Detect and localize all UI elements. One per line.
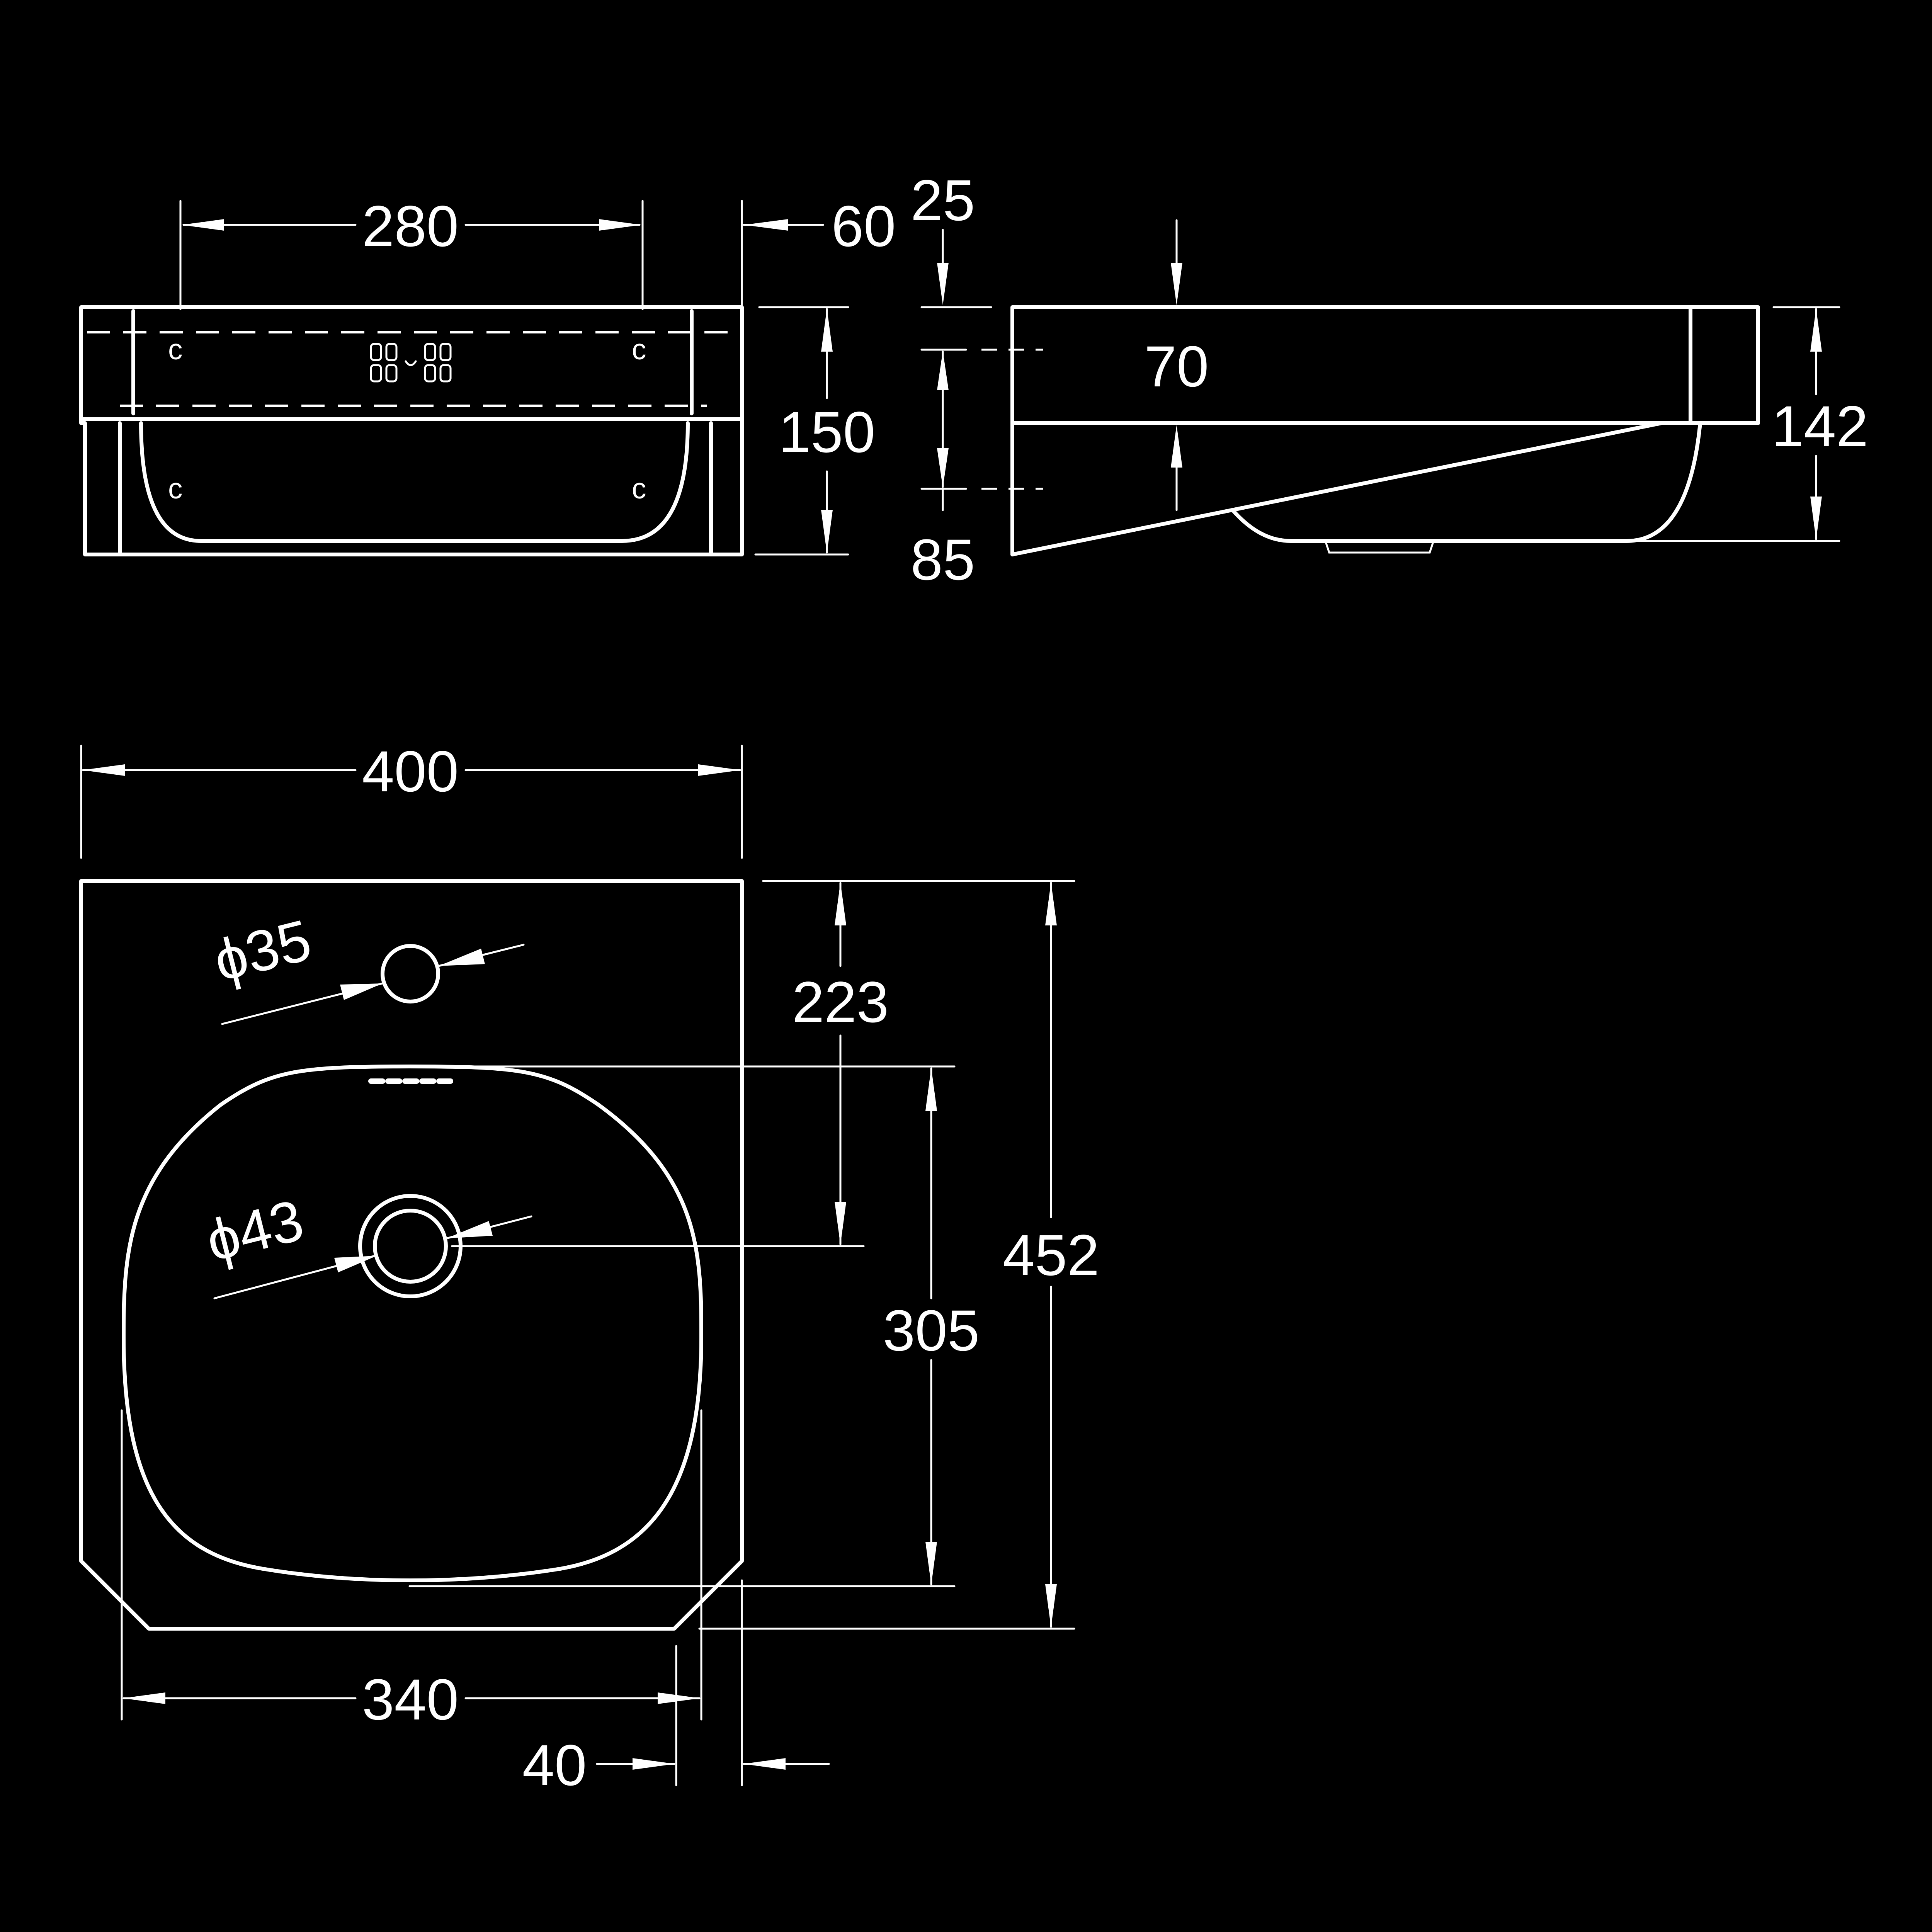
front-clip-mark: c — [632, 472, 646, 505]
dim-280: 280 — [179, 194, 644, 310]
side-view: 25 70 85 142 — [911, 168, 1869, 592]
dim-85-label: 85 — [911, 527, 975, 592]
dim-70: 70 — [1145, 219, 1209, 511]
tap-hole — [381, 944, 440, 1003]
dim-142-label: 142 — [1772, 394, 1868, 459]
leader-drain: ϕ43 — [200, 1187, 532, 1299]
side-basin-profile — [1231, 421, 1702, 543]
dim-60: 60 — [741, 194, 896, 308]
tap-hole-diameter-label: ϕ35 — [207, 907, 317, 993]
dim-452: 452 — [698, 880, 1099, 1630]
side-drain-outlet — [1324, 540, 1435, 554]
dim-150-label: 150 — [779, 400, 875, 464]
front-basin-profile — [139, 421, 690, 543]
front-overflow-slots — [370, 343, 452, 383]
top-view-outline — [79, 879, 744, 1631]
dim-25: 25 — [911, 168, 992, 308]
dim-280-label: 280 — [362, 194, 459, 259]
dim-85: 85 — [911, 349, 975, 592]
dim-400: 400 — [80, 739, 743, 859]
dim-40-label: 40 — [522, 1733, 587, 1798]
drain-diameter-label: ϕ43 — [200, 1187, 310, 1274]
front-clip-mark: c — [168, 333, 183, 366]
dim-142: 142 — [1506, 306, 1868, 542]
dim-340-label: 340 — [362, 1667, 459, 1732]
front-view: c c c c 280 6 — [79, 194, 896, 556]
side-slope — [1010, 421, 1663, 556]
dim-340: 340 — [121, 1409, 702, 1732]
dim-40: 40 — [522, 1579, 830, 1798]
dim-223: 223 — [451, 880, 1075, 1247]
bowl-outline — [122, 1065, 703, 1582]
dim-305-label: 305 — [883, 1298, 980, 1363]
front-clip-mark: c — [168, 472, 183, 505]
drain-inner — [373, 1209, 448, 1284]
dim-25-label: 25 — [911, 168, 975, 233]
dim-150: 150 — [754, 306, 875, 556]
dim-400-label: 400 — [362, 739, 459, 804]
dim-305: 305 — [408, 1065, 980, 1587]
dim-223-label: 223 — [792, 969, 889, 1034]
side-view-outline — [1010, 305, 1760, 425]
dim-70-label: 70 — [1145, 334, 1209, 399]
dim-452-label: 452 — [1003, 1223, 1099, 1287]
front-clip-mark: c — [632, 333, 646, 366]
top-view: ϕ35 ϕ43 400 223 — [79, 739, 1099, 1798]
dim-60-label: 60 — [832, 194, 896, 259]
leader-tap-hole: ϕ35 — [207, 907, 525, 1025]
